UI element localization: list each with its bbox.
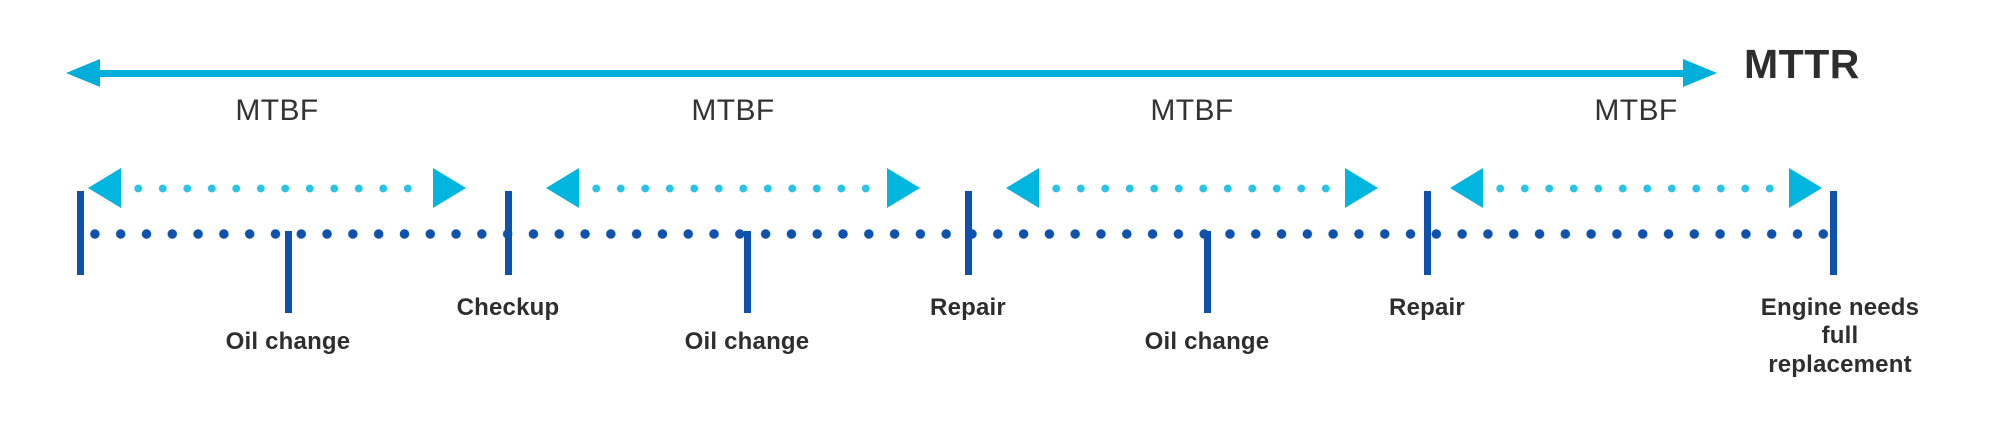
mtbf-span: MTBF [1006, 0, 1378, 442]
event-tick [1204, 231, 1211, 313]
mtbf-label: MTBF [235, 94, 319, 127]
mtbf-right-arrowhead-icon [1789, 168, 1822, 208]
event-label: Oil change [684, 328, 810, 355]
main-timeline [82, 229, 1835, 239]
mttr-right-arrowhead-icon [1683, 59, 1717, 87]
event-label: Oil change [1144, 328, 1270, 355]
mtbf-right-arrowhead-icon [887, 168, 920, 208]
event-label: Repair [930, 294, 1006, 321]
mtbf-right-arrowhead-icon [433, 168, 466, 208]
mtbf-dotted-line [1044, 184, 1340, 193]
event-label: Engine needs full replacement [1760, 294, 1920, 378]
mttr-left-arrowhead-icon [66, 59, 100, 87]
mttr-arrow-row: MTTR [0, 0, 1999, 110]
event-label: Oil change [225, 328, 351, 355]
mttr-label: MTTR [1744, 41, 1860, 87]
mtbf-span: MTBF [1450, 0, 1822, 442]
mtbf-span: MTBF [546, 0, 920, 442]
mtbf-label: MTBF [1594, 94, 1678, 127]
mtbf-left-arrowhead-icon [88, 168, 121, 208]
event-label: Repair [1389, 294, 1465, 321]
mtbf-left-arrowhead-icon [546, 168, 579, 208]
mtbf-label: MTBF [1150, 94, 1234, 127]
event-tick [285, 231, 292, 313]
mtbf-left-arrowhead-icon [1006, 168, 1039, 208]
mtbf-span: MTBF [88, 0, 466, 442]
event-tick [505, 191, 512, 275]
mtbf-dotted-line [126, 184, 428, 193]
event-tick [1424, 191, 1431, 275]
mtbf-left-arrowhead-icon [1450, 168, 1483, 208]
mtbf-dotted-line [584, 184, 882, 193]
event-tick [744, 231, 751, 313]
mtbf-label: MTBF [691, 94, 775, 127]
event-tick [965, 191, 972, 275]
event-label: Checkup [456, 294, 560, 321]
mtbf-dotted-line [1488, 184, 1784, 193]
mttr-arrow-shaft [98, 70, 1698, 77]
event-tick [1830, 191, 1837, 275]
event-tick [77, 191, 84, 275]
mtbf-right-arrowhead-icon [1345, 168, 1378, 208]
